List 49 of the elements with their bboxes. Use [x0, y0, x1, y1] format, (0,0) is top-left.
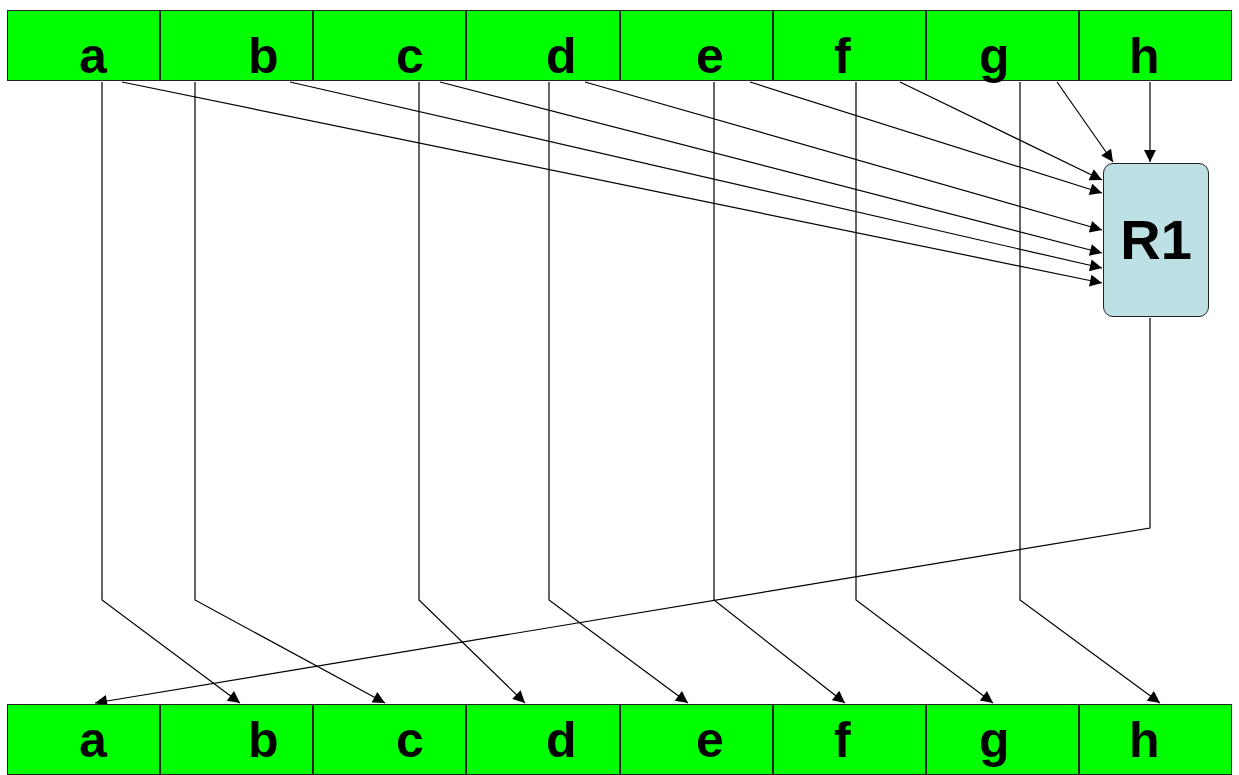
node-label: d	[546, 715, 577, 765]
node-label: b	[248, 31, 279, 81]
arrow	[439, 81, 1103, 256]
cell	[1079, 10, 1232, 81]
cell	[160, 10, 313, 81]
cell	[313, 10, 466, 81]
node-label: f	[834, 715, 851, 765]
arrow	[713, 81, 846, 704]
arrow	[121, 81, 1103, 287]
cell	[773, 10, 926, 81]
arrow	[194, 81, 386, 704]
cell	[620, 10, 773, 81]
cell	[7, 704, 160, 775]
node-label: f	[834, 31, 851, 81]
process-box	[1103, 163, 1209, 317]
cell	[926, 10, 1079, 81]
cell	[160, 704, 313, 775]
node-label: c	[396, 715, 424, 765]
cell	[620, 704, 773, 775]
arrow	[418, 81, 526, 704]
node-label: d	[546, 31, 577, 81]
node-label: e	[696, 715, 724, 765]
arrow	[749, 81, 1103, 196]
arrow	[548, 81, 689, 704]
node-label: g	[979, 31, 1010, 81]
cell	[1079, 704, 1232, 775]
cell	[926, 704, 1079, 775]
arrow	[1144, 81, 1156, 163]
node-label: e	[696, 31, 724, 81]
arrow	[855, 81, 994, 704]
node-label: c	[396, 31, 424, 81]
cell	[773, 704, 926, 775]
cell	[7, 10, 160, 81]
node-label: h	[1129, 715, 1160, 765]
cell	[313, 704, 466, 775]
node-label: a	[79, 715, 107, 765]
cell	[466, 704, 620, 775]
arrow	[289, 81, 1103, 272]
arrow	[1019, 81, 1161, 704]
arrow	[1056, 81, 1114, 163]
node-label: R1	[1120, 210, 1192, 270]
node-label: h	[1129, 31, 1160, 81]
cell	[466, 10, 620, 81]
arrow	[899, 81, 1103, 181]
node-label: b	[248, 715, 279, 765]
arrow	[584, 81, 1103, 233]
arrow	[101, 81, 241, 704]
node-label: g	[979, 715, 1010, 765]
node-label: a	[79, 31, 107, 81]
